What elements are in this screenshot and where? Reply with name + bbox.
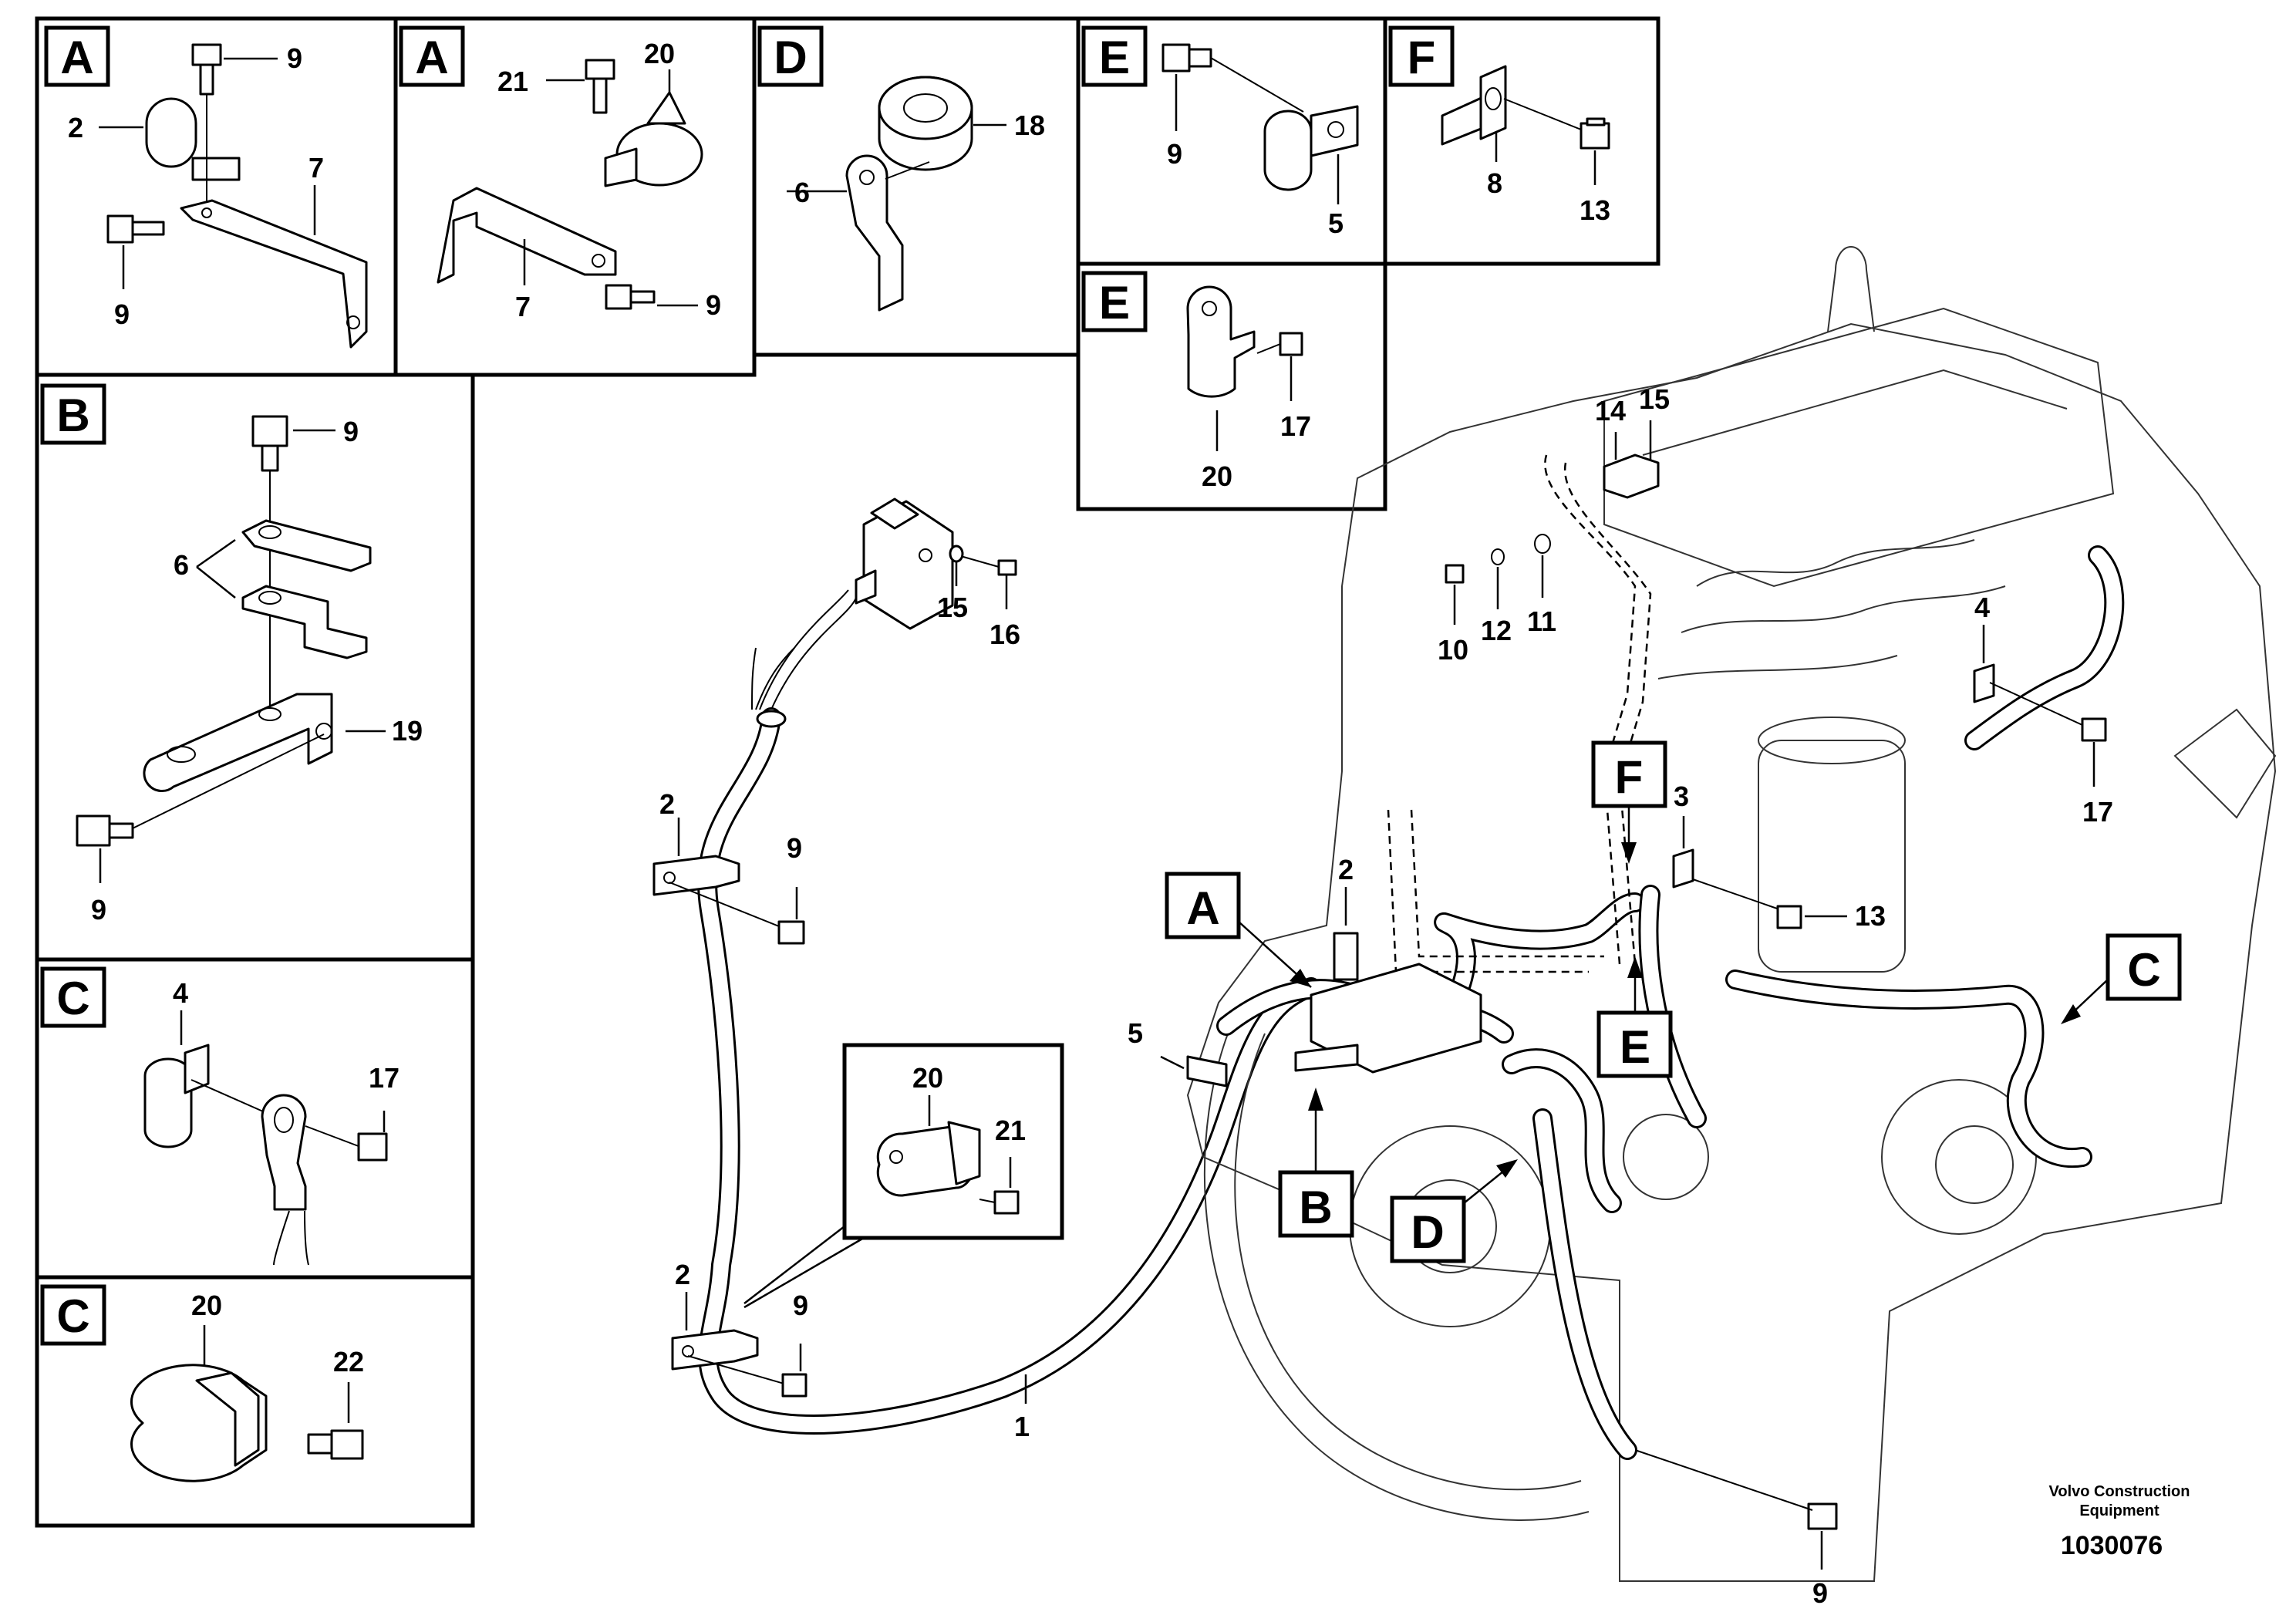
callout-e: E: [1596, 956, 1673, 1078]
callout-b: B: [1278, 1088, 1354, 1238]
svg-text:E: E: [1620, 1021, 1650, 1073]
part-number: 19: [392, 715, 423, 747]
box-letter: A: [60, 32, 93, 83]
detail-box-a-2: A 21 20 7 9: [393, 16, 757, 377]
detail-box-f: F 8 13: [1383, 16, 1660, 266]
detail-inset-clamp: 20 21: [743, 1043, 1064, 1309]
svg-text:A: A: [1186, 882, 1219, 934]
callout-d: D: [1390, 1159, 1518, 1263]
part-number: 20: [1202, 460, 1232, 492]
engine-illustration: 9: [1186, 246, 2277, 1609]
part-number: 5: [1128, 1017, 1143, 1049]
part-number: 17: [1280, 410, 1311, 442]
part-number: 7: [308, 152, 324, 184]
callout-f: F: [1591, 740, 1667, 864]
document-number: 1030076: [2061, 1531, 2163, 1560]
part-number: 10: [1438, 634, 1468, 666]
part-number: 17: [369, 1062, 400, 1094]
part-number: 6: [794, 177, 810, 208]
part-number: 14: [1595, 395, 1626, 427]
part-number: 9: [1812, 1577, 1828, 1609]
part-number: 6: [174, 549, 189, 581]
part-number: 16: [990, 619, 1020, 650]
svg-text:F: F: [1615, 751, 1644, 803]
publisher-credit: Volvo Construction Equipment 1030076: [2049, 1483, 2190, 1560]
part-number: 20: [191, 1290, 222, 1321]
part-number: 12: [1481, 615, 1512, 646]
part-number: 9: [287, 42, 302, 74]
box-letter: B: [56, 389, 89, 441]
credit-line-1: Volvo Construction: [2049, 1483, 2190, 1500]
detail-box-e-2: E 17 20: [1076, 261, 1387, 511]
svg-text:C: C: [2127, 944, 2160, 996]
callout-a: A: [1165, 872, 1312, 988]
part-number: 17: [2082, 796, 2113, 828]
part-number: 3: [1674, 781, 1689, 812]
detail-box-b: B 9 6 19 9: [35, 373, 475, 962]
callout-c: C: [2061, 933, 2182, 1024]
detail-box-c-1: C 4 17: [35, 957, 475, 1280]
part-number: 18: [1014, 110, 1045, 141]
box-letter: E: [1099, 32, 1130, 83]
part-number: 20: [644, 38, 675, 69]
box-letter: F: [1408, 32, 1436, 83]
part-number: 21: [497, 66, 528, 97]
part-number: 13: [1855, 900, 1886, 932]
part-number: 2: [1338, 854, 1354, 885]
box-letter: C: [56, 973, 89, 1024]
part-number: 9: [343, 416, 359, 447]
part-number: 5: [1328, 207, 1344, 239]
part-number: 21: [995, 1114, 1026, 1146]
box-letter: E: [1099, 277, 1130, 329]
part-number: 2: [68, 112, 83, 143]
part-number: 1: [1014, 1411, 1030, 1442]
part-number: 7: [515, 291, 531, 322]
part-number: 2: [675, 1259, 690, 1290]
part-number: 4: [1974, 592, 1990, 623]
wiring-harness: 15 16 2 9 2 9 1: [652, 497, 1321, 1442]
part-number: 9: [1167, 138, 1182, 170]
part-number: 9: [706, 289, 721, 321]
detail-box-e-1: E 9 5: [1076, 16, 1387, 266]
part-number: 9: [91, 894, 106, 926]
svg-text:B: B: [1299, 1182, 1332, 1233]
svg-text:D: D: [1411, 1206, 1444, 1258]
part-number: 11: [1527, 605, 1556, 637]
part-number: 15: [1639, 383, 1670, 415]
part-number: 15: [937, 592, 968, 623]
part-number: 13: [1580, 194, 1610, 226]
part-number: 8: [1487, 167, 1502, 199]
credit-line-2: Equipment: [2079, 1502, 2159, 1519]
detail-box-d: D 18 6: [752, 16, 1081, 357]
detail-box-a-1: A 9 2 7 9: [35, 16, 398, 377]
box-letter: C: [56, 1290, 89, 1342]
part-number: 4: [173, 977, 188, 1009]
engine-harness: 2 5 14 15 10 12 11 4 17 3 13: [1128, 383, 2125, 1460]
part-number: 2: [659, 788, 675, 820]
part-number: 9: [114, 298, 130, 330]
box-letter: A: [415, 32, 448, 83]
box-letter: D: [774, 32, 807, 83]
part-number: 20: [912, 1062, 943, 1094]
part-number: 22: [333, 1346, 364, 1378]
part-number: 9: [787, 832, 802, 864]
part-number: 9: [793, 1290, 808, 1321]
detail-box-c-2: C 20 22: [35, 1275, 475, 1528]
